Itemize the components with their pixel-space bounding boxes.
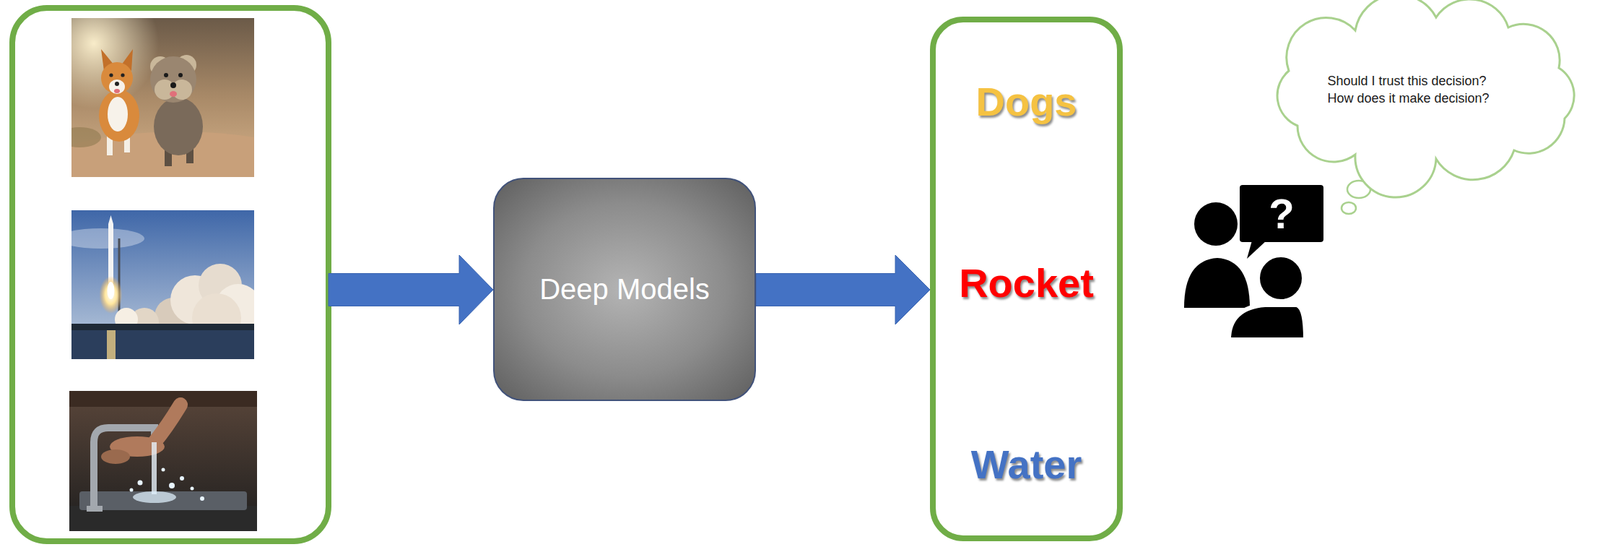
class-label: Rocket <box>958 259 1094 307</box>
rocket-photo <box>71 210 255 359</box>
rocket-photo-part <box>71 329 255 359</box>
water-photo-part <box>69 390 258 407</box>
block-arrow <box>755 254 930 325</box>
terrier-part <box>163 72 169 78</box>
users-icon <box>1184 184 1324 340</box>
terrier-part <box>171 79 193 100</box>
rocket-photo-part <box>108 223 114 284</box>
corgi <box>98 49 140 156</box>
dogs-photo-part <box>71 127 102 148</box>
terrier-part <box>170 82 177 89</box>
corgi-part <box>114 81 120 86</box>
users-icon-part <box>1257 254 1304 302</box>
thought-cloud: Should I trust this decision? How does i… <box>1246 1 1593 167</box>
water-splash-part <box>129 488 134 492</box>
water-photo <box>69 390 258 531</box>
class-label: Water <box>971 441 1083 488</box>
rocket-photo-part <box>107 281 115 299</box>
water-photo-part <box>154 404 181 442</box>
water-photo-part <box>101 449 130 464</box>
water-photo-part <box>86 505 103 512</box>
users-icon-part <box>1194 202 1238 246</box>
terrier-part <box>154 79 175 100</box>
corgi-part <box>98 89 140 142</box>
question-mark-holder: ? <box>1239 184 1324 242</box>
corgi-part <box>114 88 120 94</box>
rocket-photo-part <box>106 329 116 359</box>
users-icon-part <box>1228 304 1306 340</box>
water-splash-part <box>161 467 166 472</box>
model-box: Deep Models <box>493 177 756 401</box>
water-photo-part <box>69 390 258 531</box>
corgi-part <box>120 72 125 77</box>
thought-bubbles-part <box>1341 202 1356 214</box>
rocket-photo-part <box>99 275 123 314</box>
corgi-part <box>109 79 125 94</box>
input-arrow-part <box>328 254 494 325</box>
water-splash <box>129 467 206 504</box>
class-label: Dogs <box>976 78 1078 125</box>
corgi-part <box>109 72 113 77</box>
model-label: Deep Models <box>539 272 710 306</box>
users-icon-part <box>1184 257 1250 308</box>
users-icon-part <box>1239 184 1324 242</box>
terrier <box>150 54 203 167</box>
users-icon-part <box>1246 240 1267 259</box>
input-images-frame <box>12 7 329 541</box>
corgi-part <box>101 62 133 94</box>
dogs-photo <box>71 18 255 177</box>
terrier-part <box>153 97 203 156</box>
question-mark: ? <box>1268 192 1294 235</box>
rocket-photo-part <box>71 228 145 249</box>
water-photo-part <box>151 441 157 494</box>
water-splash-part <box>132 490 177 503</box>
water-splash-part <box>179 475 185 481</box>
cloud-outline-path <box>1277 0 1575 198</box>
terrier-part <box>150 56 197 103</box>
rocket-photo-part <box>108 215 114 224</box>
rocket-photo-part <box>71 323 255 330</box>
prediction-box: DogsRocketWater <box>929 16 1123 541</box>
water-photo-part <box>79 490 247 510</box>
thought-text: Should I trust this decision? How does i… <box>1327 72 1512 108</box>
corgi-part <box>107 96 128 132</box>
water-splash-part <box>200 496 205 501</box>
water-splash-part <box>190 486 195 491</box>
input-arrow <box>328 254 494 325</box>
water-splash-part <box>137 480 143 486</box>
terrier-part <box>178 72 183 78</box>
terrier-part <box>169 90 177 97</box>
water-splash-part <box>168 482 175 489</box>
